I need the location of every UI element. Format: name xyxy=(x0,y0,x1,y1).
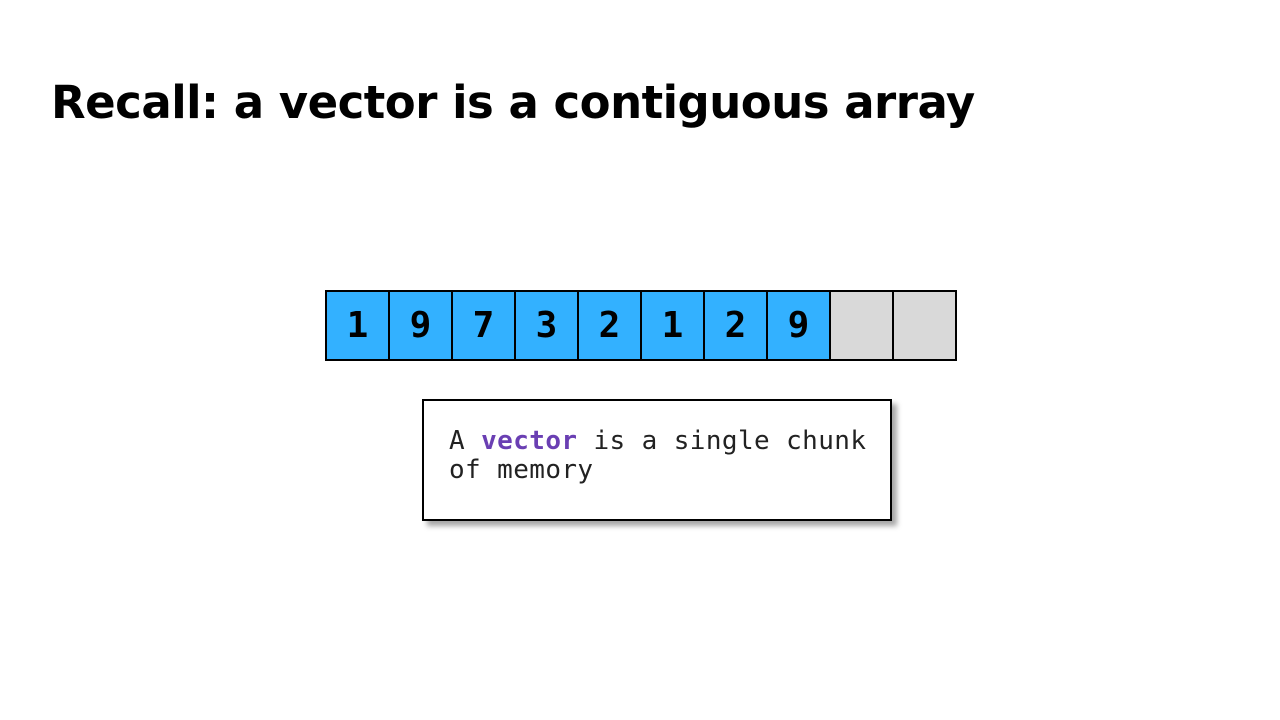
note-prefix: A xyxy=(449,426,482,456)
array-cell: 2 xyxy=(705,292,766,359)
note-box: A vector is a single chunk of memory xyxy=(422,399,892,521)
slide-title: Recall: a vector is a contiguous array xyxy=(51,76,975,129)
note-suffix: is a single chunk of memory xyxy=(449,426,867,485)
note-keyword: vector xyxy=(481,426,578,456)
array-cell: 2 xyxy=(579,292,640,359)
array-cell: 9 xyxy=(390,292,451,359)
array-cell: 1 xyxy=(642,292,703,359)
array-cell-empty xyxy=(894,292,955,359)
array-cell: 7 xyxy=(453,292,514,359)
array-cell: 1 xyxy=(327,292,388,359)
array-cell: 3 xyxy=(516,292,577,359)
array-cell-empty xyxy=(831,292,892,359)
array-cell: 9 xyxy=(768,292,829,359)
